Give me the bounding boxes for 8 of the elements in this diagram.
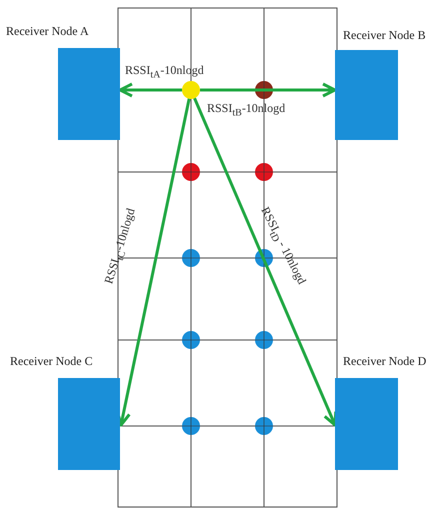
arrow: [200, 82, 336, 98]
arrow: [118, 82, 182, 98]
transmitter-dot: [182, 81, 200, 99]
node-label: Receiver Node D: [343, 354, 426, 369]
node-label: Receiver Node C: [10, 354, 93, 369]
arrow: [193, 98, 338, 426]
node-label: Receiver Node B: [343, 28, 426, 43]
node-label: Receiver Node A: [6, 24, 89, 39]
